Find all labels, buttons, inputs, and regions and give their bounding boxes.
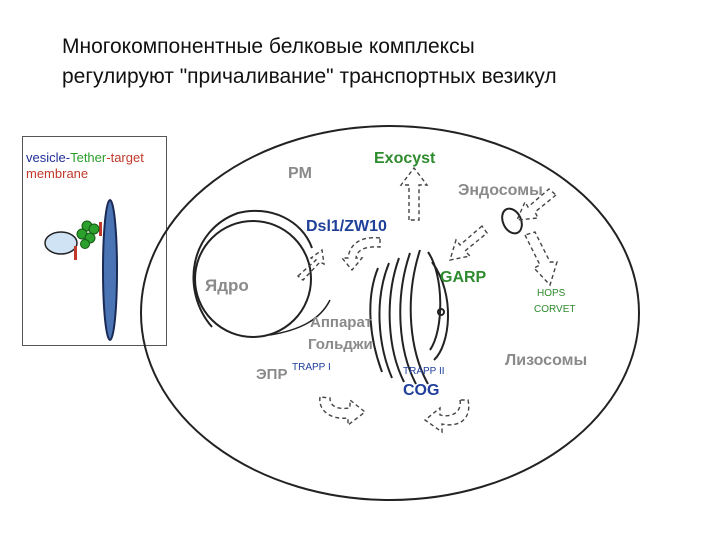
slide-title: Многокомпонентные белковые комплексы рег… [62,32,682,92]
inset-tether-ball [88,223,100,235]
cog-arrow [423,399,470,434]
inset-word-vesicle: vesicle [26,150,66,165]
transport-arrows [296,166,558,434]
corvet-label: CORVET [534,304,576,315]
garp-label: GARP [440,269,487,286]
endosome-vesicle [501,207,523,235]
title-line-2: регулируют "причаливание" транспортных в… [62,65,557,88]
exocyst-label: Exocyst [374,150,436,167]
nucleus-label: Ядро [205,276,249,295]
dsl1-arrow [340,237,381,272]
inset-vesicle [44,231,78,255]
golgi-label-line1: Аппарат [310,314,372,331]
inset-sep-1: - [65,150,71,165]
endosomes-label: Эндосомы [458,182,543,199]
trapp1-arrow [319,396,367,427]
nucleus [194,220,312,338]
garp-arrow [448,224,488,261]
plasma-membrane [140,125,640,501]
inset-tether-ball [80,239,90,249]
inset-drawing [44,199,118,341]
inset-snare-left [74,246,77,260]
trapp1-label: TRAPP I [292,362,331,373]
endoplasmic-reticulum [192,209,313,328]
cog-label: COG [403,382,439,399]
pm-label: PM [288,165,312,182]
inset-sep-2: - [106,150,111,165]
inset-snare-right [99,222,102,236]
golgi-apparatus [369,249,450,385]
exocyst-arrow [399,166,429,221]
endosome-arrow-1 [515,188,558,221]
inset-word-membrane: membrane [26,166,89,181]
er-tail [269,299,331,336]
golgi-label-line2: Гольджи [308,336,373,353]
hops-label: HOPS [537,288,566,299]
hops-arrow [524,231,558,287]
dsl1-label: Dsl1/ZW10 [306,218,387,235]
title-line-1: Многокомпонентные белковые комплексы [62,35,475,58]
inset-word-tether: Tether [70,150,107,165]
inset-target-membrane [102,199,118,341]
garp-side-arrow [296,248,325,281]
trapp2-label: TRAPP II [403,366,445,377]
inset-word-target: target [110,150,144,165]
inset-caption: vesicle-Tether-target membrane [26,150,144,182]
lysosomes-label: Лизосомы [505,352,587,369]
er-label: ЭПР [256,366,287,383]
